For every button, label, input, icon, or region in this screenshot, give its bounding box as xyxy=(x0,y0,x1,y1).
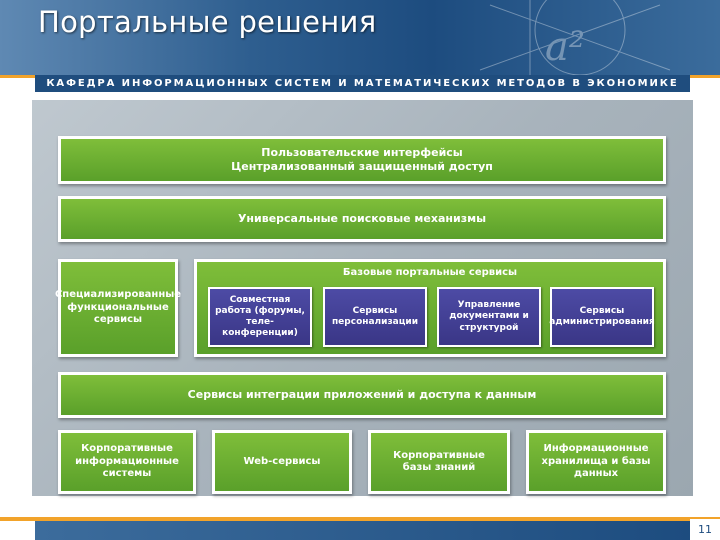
search-mechanisms-box: Универсальные поисковые механизмы xyxy=(58,196,666,242)
personalization-service-label: Сервисы персонализации xyxy=(331,305,419,327)
user-interfaces-label: Пользовательские интерфейсы xyxy=(261,146,463,160)
knowledge-bases-label: Корпоративные базы знаний xyxy=(393,449,485,474)
data-warehouses-box: Информационные хранилища и базы данных xyxy=(526,430,666,494)
integration-services-box: Сервисы интеграции приложений и доступа … xyxy=(58,372,666,418)
basic-portal-services-title: Базовые портальные сервисы xyxy=(342,267,518,278)
math-decoration-icon: a² xyxy=(479,0,671,75)
footer-bar xyxy=(35,521,690,540)
administration-service-box: Сервисы администрирования xyxy=(549,287,655,347)
web-services-label: Web-сервисы xyxy=(243,455,321,467)
collaboration-service-label: Совместная работа (форумы, теле-конферен… xyxy=(215,294,305,339)
slide-header: a² Портальные решения xyxy=(0,0,720,75)
search-mechanisms-label: Универсальные поисковые механизмы xyxy=(237,212,487,226)
knowledge-bases-box: Корпоративные базы знаний xyxy=(368,430,510,494)
corporate-is-label: Корпоративные информационные системы xyxy=(75,443,179,480)
data-warehouses-label: Информационные хранилища и базы данных xyxy=(541,443,651,480)
secure-access-label: Централизованный защищенный доступ xyxy=(231,160,493,173)
footer-accent-band xyxy=(0,517,720,521)
diagram-panel: Пользовательские интерфейсы Централизова… xyxy=(32,100,693,496)
user-interfaces-box: Пользовательские интерфейсы Централизова… xyxy=(58,136,666,184)
administration-service-label: Сервисы администрирования xyxy=(549,305,655,327)
page-number: 11 xyxy=(690,519,720,540)
page-title: Портальные решения xyxy=(38,5,377,39)
personalization-service-box: Сервисы персонализации xyxy=(323,287,427,347)
collaboration-service-box: Совместная работа (форумы, теле-конферен… xyxy=(208,287,312,347)
document-management-label: Управление документами и структурой xyxy=(449,300,529,333)
integration-services-label: Сервисы интеграции приложений и доступа … xyxy=(187,388,537,402)
department-subtitle: КАФЕДРА ИНФОРМАЦИОННЫХ СИСТЕМ И МАТЕМАТИ… xyxy=(35,75,690,92)
document-management-box: Управление документами и структурой xyxy=(437,287,541,347)
specialized-services-label: Специализированные функциональные сервис… xyxy=(54,289,182,326)
svg-text:a²: a² xyxy=(545,24,585,70)
corporate-is-box: Корпоративные информационные системы xyxy=(58,430,196,494)
web-services-box: Web-сервисы xyxy=(212,430,352,494)
specialized-services-box: Специализированные функциональные сервис… xyxy=(54,259,182,357)
